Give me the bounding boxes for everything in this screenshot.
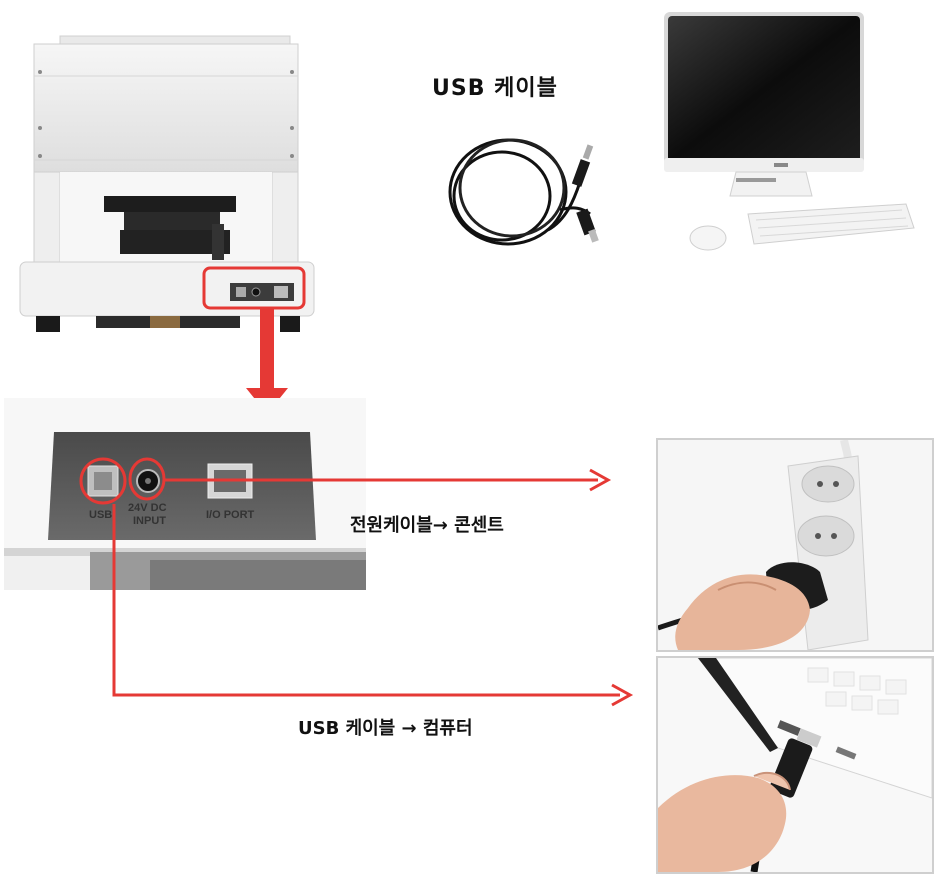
- usb-arrow: [112, 504, 634, 707]
- power-outlet-caption: 전원케이블→ 콘센트: [350, 515, 504, 536]
- laptop-usb-photo: [656, 656, 934, 874]
- power-arrow: [164, 468, 612, 492]
- usb-cable-coil: [448, 138, 591, 246]
- port-highlight-box: [202, 266, 306, 310]
- printer-device: [19, 35, 315, 332]
- usb-cable-caption: USB 케이블: [432, 76, 558, 101]
- usb-port-label: USB: [89, 509, 112, 521]
- io-port-label: I/O PORT: [206, 509, 255, 521]
- usb-port-highlight: [79, 457, 127, 505]
- dc-input-label-1: 24V DC: [128, 502, 167, 514]
- back-panel-closeup: [4, 398, 366, 590]
- usb-computer-caption: USB 케이블 → 컴퓨터: [298, 718, 473, 739]
- dc-input-label-2: INPUT: [133, 515, 166, 527]
- desktop-computer: [664, 12, 915, 251]
- power-socket-photo: [656, 438, 934, 652]
